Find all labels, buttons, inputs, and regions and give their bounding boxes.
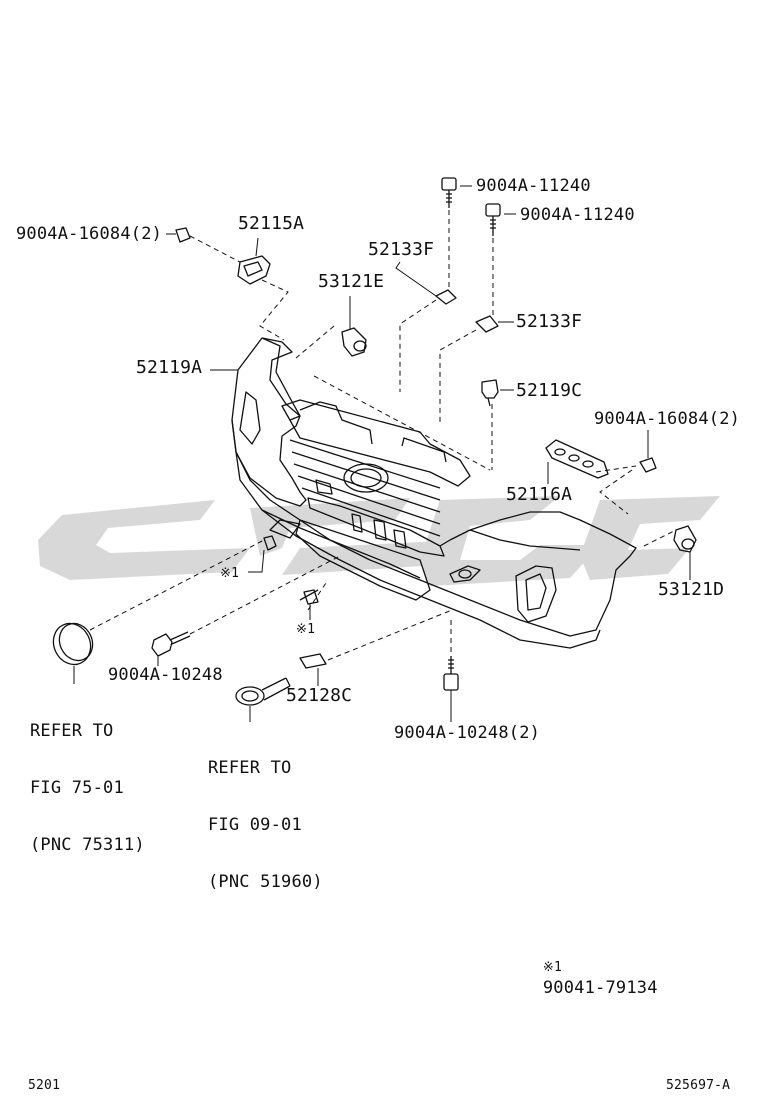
bolt-9004a-10248 [151, 631, 191, 657]
clip-53121d [673, 525, 697, 553]
screw-9004a-16084-right [639, 457, 657, 473]
pad-52128c [299, 653, 327, 669]
label-9004a-10248: 9004A-10248 [108, 665, 223, 685]
label-9004a-10248-2: 9004A-10248(2) [394, 723, 541, 743]
clip-note1-mid [303, 589, 319, 605]
bolt-9004a-11240-a [441, 177, 457, 208]
bracket-52133f-upper [435, 289, 457, 305]
footer-left-code: 5201 [28, 1078, 61, 1093]
retainer-52116a [545, 439, 609, 479]
front-bumper-cover [231, 419, 637, 649]
legend-mark: ※1 [542, 960, 562, 975]
label-52119a: 52119A [136, 357, 203, 378]
label-53121e: 53121E [318, 271, 385, 292]
bolt-9004a-11240-b [485, 203, 501, 236]
ref-75-line2: FIG 75-01 [30, 778, 124, 798]
ref-75-line1: REFER TO [30, 721, 114, 741]
clip-52119c [481, 379, 499, 407]
legend-part-number: 90041-79134 [542, 978, 658, 998]
ref-75-line3: (PNC 75311) [30, 835, 145, 855]
tow-hook-cover [52, 622, 94, 666]
label-52133f-lower: 52133F [516, 311, 583, 332]
footer-right-code: 525697-A [666, 1078, 731, 1093]
screw-9004a-16084-left [175, 227, 191, 243]
label-note1-left: ※1 [220, 566, 240, 581]
ref-09-line2: FIG 09-01 [208, 815, 302, 835]
label-note1-mid: ※1 [296, 622, 316, 637]
label-9004a-11240-a: 9004A-11240 [476, 176, 591, 196]
label-52119c: 52119C [516, 380, 583, 401]
label-53121d: 53121D [658, 579, 725, 600]
label-9004a-11240-b: 9004A-11240 [520, 205, 635, 225]
clip-note1-left [263, 535, 277, 551]
label-9004a-16084-left: 9004A-16084(2) [16, 224, 163, 244]
label-52116a: 52116A [506, 484, 573, 505]
radiator-grille [231, 337, 471, 557]
legend-note: ※1 90041-79134 [522, 936, 658, 998]
bracket-52115a [237, 255, 271, 285]
reference-fig-09-01: REFER TO FIG 09-01 (PNC 51960) [208, 721, 323, 911]
bracket-52133f-lower [475, 315, 499, 333]
label-52115a: 52115A [238, 213, 305, 234]
label-52128c: 52128C [286, 685, 353, 706]
reference-fig-75-01: REFER TO FIG 75-01 (PNC 75311) [30, 684, 145, 874]
ref-09-line1: REFER TO [208, 758, 292, 778]
bolt-9004a-10248-2 [443, 656, 459, 691]
towing-hook [235, 677, 291, 706]
label-9004a-16084-right: 9004A-16084(2) [594, 409, 741, 429]
label-52133f-upper: 52133F [368, 239, 435, 260]
ref-09-line3: (PNC 51960) [208, 872, 323, 892]
clip-53121e [341, 327, 367, 357]
